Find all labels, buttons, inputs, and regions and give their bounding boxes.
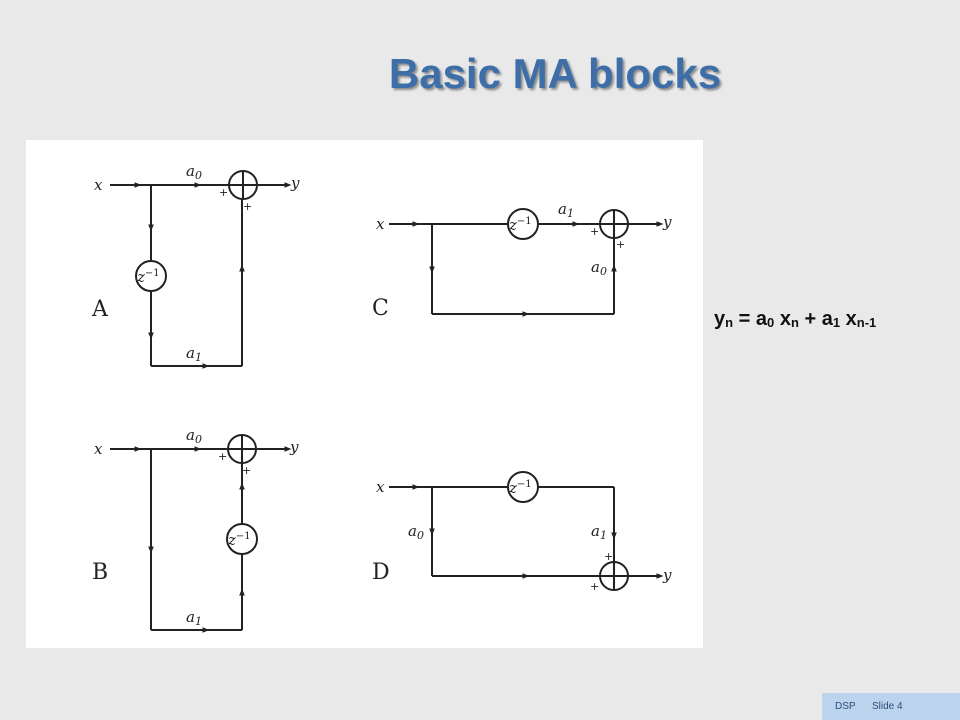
c-output-label: y (662, 213, 672, 231)
c-coef-top: a1 (558, 200, 574, 220)
a-sum-sign-left: + (219, 186, 228, 199)
b-delay-label: z−1 (227, 531, 251, 549)
d-coef-left: a0 (408, 522, 424, 542)
diagram-d (389, 471, 664, 591)
diagram-a (110, 170, 292, 369)
d-delay-label: z−1 (508, 479, 532, 497)
d-diagram-label: D (372, 560, 390, 585)
a-coef-top: a0 (186, 162, 202, 182)
a-coef-bottom: a1 (186, 344, 202, 364)
ma-equation: yn = a0 xn + a1 xn-1 (714, 308, 877, 330)
d-coef-right: a1 (591, 522, 607, 542)
a-sum-sign-bottom: + (243, 200, 252, 213)
b-coef-bottom: a1 (186, 608, 202, 628)
d-input-label: x (376, 478, 385, 496)
diagram-c (389, 208, 664, 317)
b-input-label: x (94, 440, 103, 458)
slide-footer: DSP Slide 4 (822, 693, 960, 720)
b-sum-sign-left: + (218, 450, 227, 463)
b-output-label: y (289, 438, 299, 456)
diagram-b (110, 434, 292, 633)
a-input-label: x (94, 176, 103, 194)
footer-slide-number: Slide 4 (872, 701, 903, 712)
c-coef-side: a0 (591, 258, 607, 278)
a-diagram-label: A (91, 297, 109, 322)
b-sum-sign-bottom: + (242, 464, 251, 477)
b-diagram-label: B (92, 560, 108, 585)
c-diagram-label: C (372, 296, 389, 321)
a-delay-label: z−1 (136, 268, 160, 286)
slide-title: Basic MA blocks (388, 50, 722, 97)
c-input-label: x (376, 215, 385, 233)
c-delay-label: z−1 (508, 216, 532, 234)
d-sum-sign-left: + (590, 580, 599, 593)
b-coef-top: a0 (186, 426, 202, 446)
c-sum-sign-left: + (590, 225, 599, 238)
d-sum-sign-top: + (604, 550, 613, 563)
a-output-label: y (290, 174, 300, 192)
footer-course: DSP (835, 701, 856, 712)
block-diagrams-panel: x y a0 a1 z−1 + + A x y a0 a1 z−1 + + B (26, 140, 703, 648)
d-output-label: y (662, 566, 672, 584)
c-sum-sign-bottom: + (616, 238, 625, 251)
